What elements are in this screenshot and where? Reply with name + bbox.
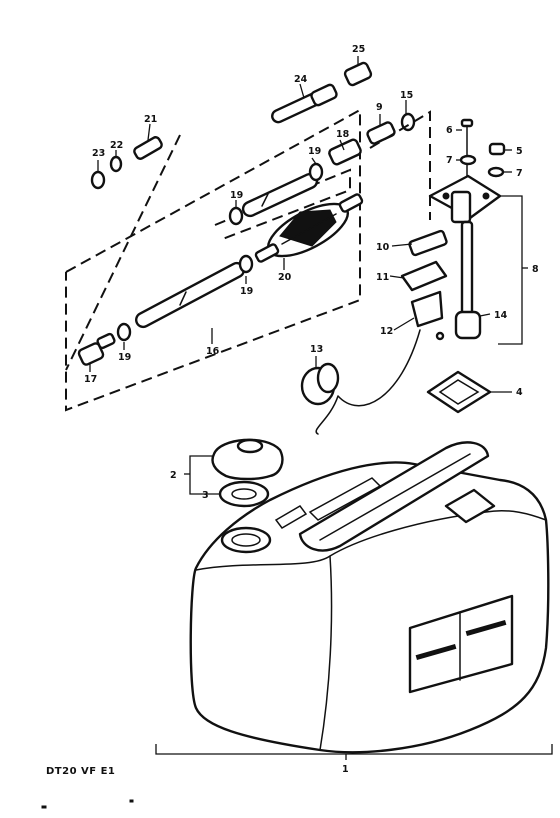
callout-12: 12 — [380, 326, 393, 337]
callout-15: 15 — [400, 90, 413, 101]
pickup-tube — [460, 220, 474, 320]
callout-21: 21 — [144, 114, 157, 125]
callout-2: 2 — [170, 470, 177, 481]
hose-clips — [116, 162, 324, 342]
callout-11: 11 — [376, 272, 389, 283]
gasket-4 — [426, 370, 492, 414]
callout-4: 4 — [516, 387, 523, 398]
gasket-10 — [408, 229, 448, 257]
tank-bracket-1 — [155, 744, 553, 760]
callout-19a: 19 — [308, 146, 321, 157]
callout-18: 18 — [336, 129, 350, 140]
callout-22: 22 — [110, 140, 123, 151]
screw-6 — [460, 118, 474, 177]
callout-7a: 7 — [446, 155, 453, 166]
callout-25: 25 — [352, 44, 365, 55]
leader-lines — [89, 56, 512, 393]
callout-23: 23 — [92, 148, 105, 159]
callout-3: 3 — [202, 490, 209, 501]
callout-20: 20 — [278, 272, 292, 283]
speck-2 — [129, 799, 134, 803]
bracket-12 — [410, 290, 445, 341]
diagram-code: DT20 VF E1 — [46, 766, 115, 777]
callout-7b: 7 — [516, 168, 523, 179]
callout-6: 6 — [446, 125, 453, 136]
cap-bracket-2-3 — [184, 455, 220, 495]
callout-14: 14 — [494, 310, 508, 321]
tank-connector-9 — [366, 121, 396, 145]
callout-19d: 19 — [118, 352, 131, 363]
callout-1: 1 — [342, 764, 349, 775]
connector-25 — [343, 61, 373, 87]
fuel-hose-lower — [135, 261, 245, 329]
connector-21 — [133, 136, 163, 160]
fuel-cap — [211, 438, 284, 481]
primer-bulb — [254, 193, 364, 263]
callout-17: 17 — [84, 374, 97, 385]
cap-gasket-3 — [218, 480, 270, 508]
hose-connector-17 — [77, 332, 116, 366]
callout-labels: 1 2 3 4 5 6 7 7 8 9 10 11 12 13 14 15 16… — [84, 44, 539, 775]
pickup-bracket-group — [369, 110, 528, 345]
callout-19b: 19 — [230, 190, 243, 201]
callout-13: 13 — [310, 344, 323, 355]
vent-plug-13 — [300, 329, 421, 435]
callout-19c: 19 — [240, 286, 253, 297]
callout-10: 10 — [376, 242, 390, 253]
o-ring-22 — [109, 155, 123, 173]
callout-16: 16 — [206, 346, 220, 357]
filter-14 — [454, 310, 482, 340]
clip-23 — [90, 170, 106, 190]
pickup-top-plate — [428, 174, 502, 224]
callout-8: 8 — [532, 264, 539, 275]
screw-5 — [488, 142, 506, 156]
connector-24 — [271, 83, 338, 124]
callout-9: 9 — [376, 102, 383, 113]
cover-11 — [400, 260, 448, 292]
hose-connector-18 — [328, 138, 362, 166]
speck-1 — [41, 805, 47, 809]
fuel-tank — [189, 441, 550, 754]
callout-24: 24 — [294, 74, 308, 85]
callout-5: 5 — [516, 146, 523, 157]
